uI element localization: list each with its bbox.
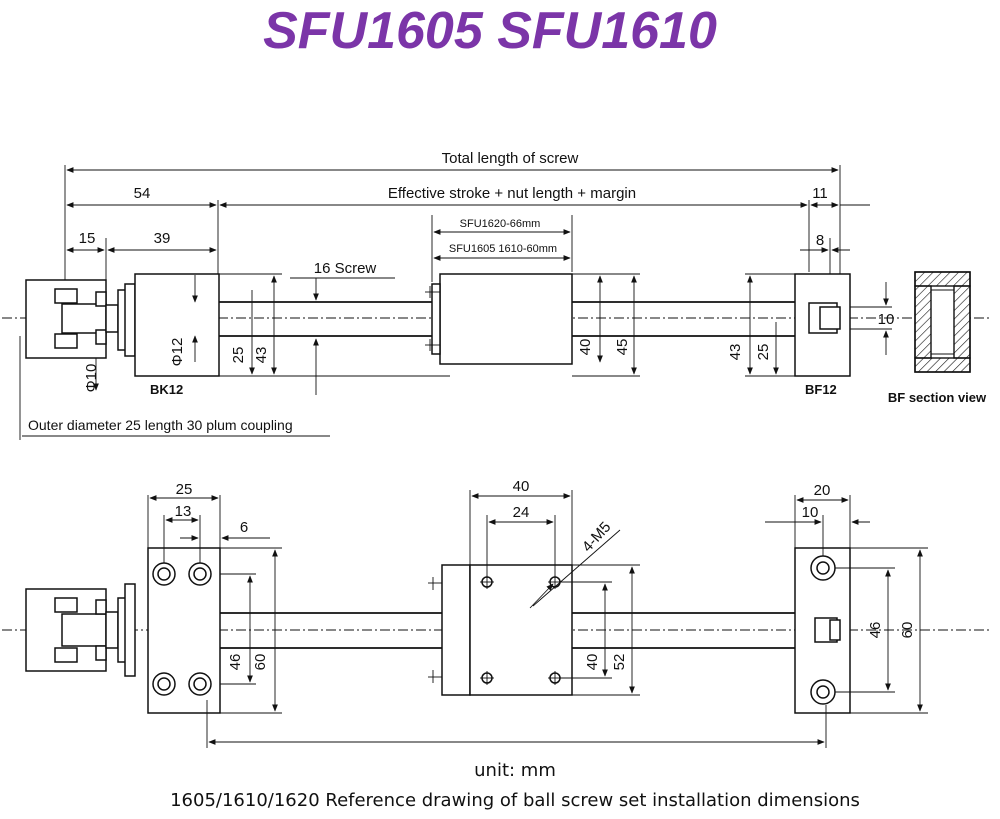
bottom-view: 25 13 6 46 60 bbox=[2, 478, 990, 748]
top-bf12-support bbox=[794, 273, 851, 377]
top-bk12-support bbox=[105, 273, 220, 377]
dim-sfu1605: SFU1605 1610-60mm bbox=[449, 243, 557, 255]
dim-40-nut-v: 40 bbox=[584, 654, 601, 671]
dim-11: 11 bbox=[812, 185, 828, 202]
dim-45: 45 bbox=[614, 339, 631, 356]
dim-43b: 43 bbox=[727, 344, 744, 361]
bottom-ball-nut bbox=[428, 564, 573, 696]
dim-phi12: Φ12 bbox=[169, 338, 186, 367]
bottom-coupling bbox=[25, 583, 136, 677]
dim-10: 10 bbox=[878, 311, 895, 328]
dim-6: 6 bbox=[240, 519, 248, 536]
dim-54: 54 bbox=[134, 185, 151, 202]
dim-sfu1620: SFU1620-66mm bbox=[460, 218, 541, 230]
dim-52: 52 bbox=[611, 654, 628, 671]
label-coupling: Outer diameter 25 length 30 plum couplin… bbox=[28, 417, 293, 433]
unit-label: unit: mm bbox=[474, 760, 556, 781]
label-bf-section: BF section view bbox=[888, 390, 987, 405]
dim-25b: 25 bbox=[755, 344, 772, 361]
dim-15: 15 bbox=[79, 230, 96, 247]
bottom-bf12-support bbox=[794, 547, 851, 714]
dim-10-bf: 10 bbox=[802, 504, 819, 521]
dim-24: 24 bbox=[513, 504, 530, 521]
dim-40: 40 bbox=[577, 339, 594, 356]
dim-effective-stroke: Effective stroke + nut length + margin bbox=[388, 185, 636, 202]
dim-13: 13 bbox=[175, 503, 192, 520]
label-bf12: BF12 bbox=[805, 382, 837, 397]
dim-46-bf: 46 bbox=[867, 622, 884, 639]
top-coupling bbox=[25, 279, 107, 359]
dim-phi10: Φ10 bbox=[83, 364, 100, 393]
dim-46-bk: 46 bbox=[227, 654, 244, 671]
dim-20: 20 bbox=[814, 482, 831, 499]
label-bk12: BK12 bbox=[150, 382, 183, 397]
caption: 1605/1610/1620 Reference drawing of ball… bbox=[170, 790, 860, 811]
top-view: Total length of screw 54 Effective strok… bbox=[2, 150, 990, 440]
dim-40-nut: 40 bbox=[513, 478, 530, 495]
dim-25a: 25 bbox=[230, 347, 247, 364]
dim-39: 39 bbox=[154, 230, 171, 247]
label-16-screw: 16 Screw bbox=[314, 260, 377, 277]
bf-section-view bbox=[914, 271, 971, 373]
dim-43a: 43 bbox=[253, 347, 270, 364]
dim-8: 8 bbox=[816, 232, 824, 249]
bottom-bk12-support bbox=[147, 547, 221, 714]
dim-60-bf: 60 bbox=[899, 622, 916, 639]
top-ball-nut bbox=[425, 273, 573, 365]
dim-60-bk: 60 bbox=[252, 654, 269, 671]
dim-total-length: Total length of screw bbox=[442, 150, 579, 167]
dim-25-bk: 25 bbox=[176, 481, 193, 498]
page-title: SFU1605 SFU1610 bbox=[263, 2, 717, 60]
